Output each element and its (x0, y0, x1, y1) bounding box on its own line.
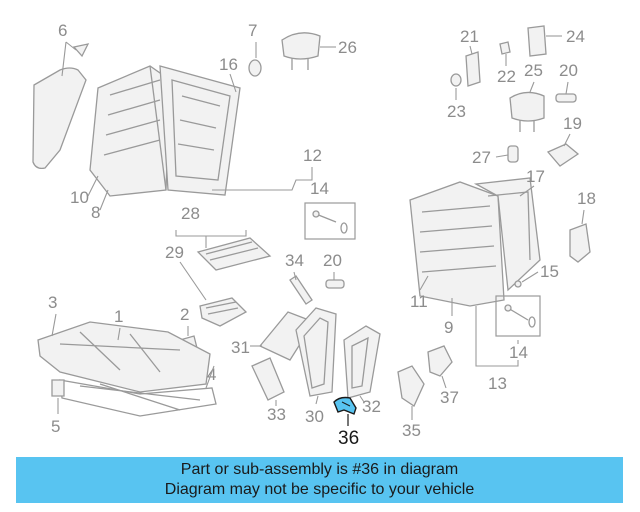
part-9-right-seat-back (409, 177, 541, 307)
part-30-armrest-housing (295, 307, 337, 397)
part-20-guide-right (555, 93, 577, 103)
part-36-highlighted (333, 396, 357, 415)
part-24-cover (527, 25, 547, 57)
callout-8: 8 (91, 203, 100, 222)
part-6-side-bolster (32, 43, 90, 170)
part-14-bolt-set (312, 210, 348, 234)
part-23-grommet (450, 73, 462, 87)
callout-6: 6 (58, 21, 67, 40)
part-20-bushing (325, 279, 345, 289)
part-14-bolt-set-right (504, 304, 536, 328)
callout-25: 25 (524, 61, 543, 80)
callout-19: 19 (563, 114, 582, 133)
footer-line-2: Diagram may not be specific to your vehi… (164, 481, 475, 498)
callout-37: 37 (440, 388, 459, 407)
callout-35: 35 (402, 421, 421, 440)
part-15-screw (514, 280, 522, 288)
callout-1: 1 (114, 307, 123, 326)
callout-15: 15 (540, 262, 559, 281)
part-37-bracket (427, 345, 453, 377)
part-22-pin (499, 41, 511, 55)
callout-20-right: 20 (559, 61, 578, 80)
callout-22: 22 (497, 67, 516, 86)
callout-9: 9 (444, 318, 453, 337)
part-7-clip (248, 59, 262, 77)
part-29-cushion-pad (196, 237, 272, 271)
callout-7: 7 (248, 21, 257, 40)
part-8-seat-back-frame (89, 65, 171, 197)
part-2-latch (199, 297, 248, 327)
callout-33: 33 (267, 405, 286, 424)
callout-28: 28 (181, 204, 200, 223)
callout-4: 4 (207, 365, 216, 384)
part-21-plate (465, 51, 481, 87)
part-16-seat-back-panel (159, 65, 241, 196)
seat-parts-diagram: 6 10 8 16 7 26 12 14 28 29 (32, 21, 596, 449)
callout-31: 31 (231, 338, 250, 357)
callout-2: 2 (180, 305, 189, 324)
callout-18: 18 (577, 189, 596, 208)
part-35-hinge (397, 365, 425, 407)
callout-27: 27 (472, 148, 491, 167)
part-25-headrest (509, 91, 545, 132)
callout-11: 11 (410, 292, 428, 311)
part-18-bracket (569, 223, 591, 263)
footer-line-1: Part or sub-assembly is #36 in diagram (180, 461, 459, 478)
callout-12: 12 (303, 146, 322, 165)
callout-16: 16 (219, 55, 238, 74)
part-4-cushion-frame (59, 379, 217, 417)
callout-13: 13 (488, 374, 507, 393)
callout-17: 17 (526, 167, 545, 186)
callout-5: 5 (51, 417, 60, 436)
part-19-bracket (546, 143, 580, 167)
callout-23: 23 (447, 102, 466, 121)
callout-30: 30 (305, 407, 324, 426)
part-26-headrest (281, 32, 321, 70)
part-34-trim-strip (289, 275, 313, 305)
callout-36: 36 (338, 428, 359, 449)
part-27-guide (507, 145, 519, 163)
part-32-cupholder-panel (343, 325, 381, 399)
callout-34: 34 (285, 251, 304, 270)
part-1-seat-cushion (37, 321, 211, 393)
part-33-cover (251, 357, 285, 401)
callout-29: 29 (165, 243, 184, 262)
callout-21: 21 (460, 27, 479, 46)
callout-24: 24 (566, 27, 585, 46)
callout-26: 26 (338, 38, 357, 57)
part-5-clip (51, 379, 65, 397)
callout-14: 14 (310, 179, 329, 198)
callout-20-center: 20 (323, 251, 342, 270)
callout-14-right: 14 (509, 343, 528, 362)
callout-32: 32 (362, 397, 381, 416)
callout-10: 10 (70, 188, 89, 207)
callout-3: 3 (48, 293, 57, 312)
info-footer: Part or sub-assembly is #36 in diagram D… (16, 457, 623, 503)
